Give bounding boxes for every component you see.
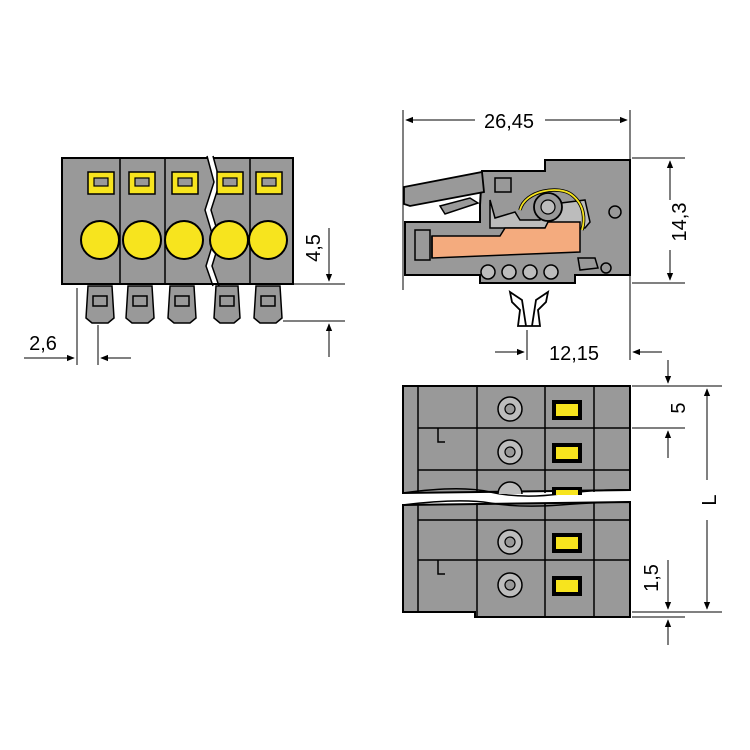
top-pole: [497, 529, 582, 555]
label-length: L: [699, 494, 721, 505]
label-end-offset: 1,5: [641, 564, 663, 592]
dimension-edge-offset: [24, 288, 131, 365]
label-edge-offset: 2,6: [29, 333, 57, 355]
dimension-pitch: [632, 360, 722, 458]
label-pitch: 5: [668, 402, 690, 413]
dimension-length: [632, 388, 722, 613]
front-pole: [122, 171, 162, 260]
label-total-width: 26,45: [484, 111, 534, 133]
front-view-poles: [80, 171, 288, 260]
front-view-pins: [85, 285, 283, 324]
top-pole: [497, 396, 582, 422]
side-view-holes: [480, 264, 559, 280]
top-pole: [497, 481, 582, 495]
top-pole: [497, 572, 582, 598]
front-pole: [164, 171, 204, 260]
label-height: 14,3: [669, 203, 691, 242]
front-view: 4,5 2,6: [24, 155, 345, 365]
top-view-poles: [497, 396, 582, 598]
side-view-latch: [403, 170, 485, 207]
label-depth: 12,15: [549, 343, 599, 365]
label-pin-offset: 4,5: [303, 234, 325, 262]
front-pole: [209, 171, 249, 260]
front-pole: [248, 171, 288, 260]
dimension-height: [632, 157, 685, 284]
side-view: 26,45: [402, 110, 691, 365]
front-pole: [80, 171, 120, 260]
dimension-depth: [495, 330, 662, 360]
top-pole: [497, 439, 582, 465]
top-view: 5 L 1,5: [402, 360, 722, 645]
dimension-pin-offset: [283, 228, 345, 357]
dimension-end-offset: [632, 560, 685, 645]
side-view-contact: [431, 221, 581, 259]
side-view-clip: [508, 290, 550, 327]
